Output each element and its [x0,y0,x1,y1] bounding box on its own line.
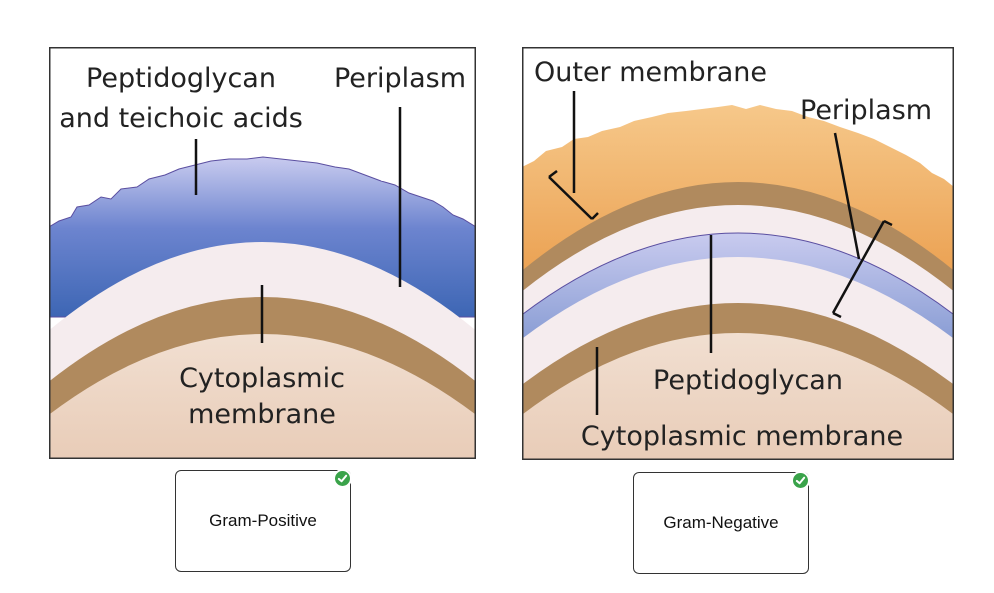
gram-positive-diagram: Peptidoglycan and teichoic acids Peripla… [49,47,476,459]
outer-membrane-bracket [548,170,599,220]
answer-box-gram-negative[interactable]: Gram-Negative [633,471,810,574]
label-cytoplasmic-line2: membrane [188,399,336,430]
label-cytoplasmic-membrane: Cytoplasmic membrane [581,421,903,452]
gram-positive-illustration: Peptidoglycan and teichoic acids Peripla… [49,47,476,459]
gram-negative-illustration: Outer membrane Periplasm Peptidoglycan C… [522,47,954,460]
periplasm-bracket [831,219,893,319]
check-icon [333,469,352,488]
check-icon [791,471,810,490]
label-cytoplasmic-line1: Cytoplasmic [179,363,345,394]
cytoplasm-interior [522,333,954,460]
gram-negative-diagram: Outer membrane Periplasm Peptidoglycan C… [522,47,954,460]
answer-box-gram-positive[interactable]: Gram-Positive [175,469,352,572]
label-peptidoglycan: Peptidoglycan [653,365,843,396]
label-peptidoglycan-line2: and teichoic acids [59,103,303,134]
label-outer-membrane: Outer membrane [534,57,767,88]
cytoplasm-interior [49,334,476,459]
label-periplasm: Periplasm [334,63,466,94]
answer-label-gram-negative: Gram-Negative [663,513,779,532]
label-peptidoglycan-line1: Peptidoglycan [86,63,276,94]
periplasm-leader [833,132,861,260]
label-periplasm: Periplasm [800,95,932,126]
answer-label-gram-positive: Gram-Positive [209,511,317,530]
